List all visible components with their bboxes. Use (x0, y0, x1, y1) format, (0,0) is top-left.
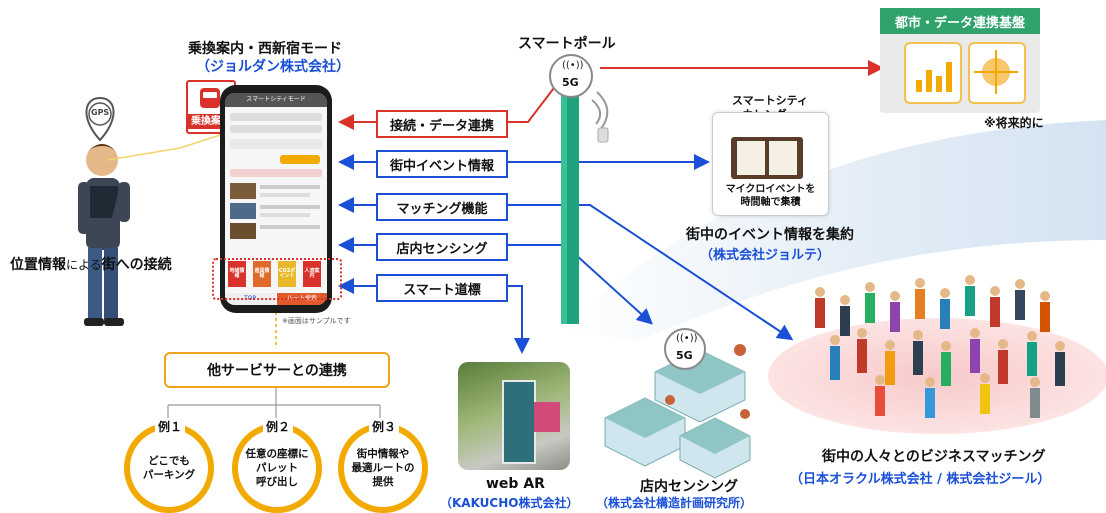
phone-tile[interactable]: 地域情報 (228, 261, 246, 287)
matching-company: （日本オラクル株式会社 / 株式会社ジール） (790, 472, 1051, 487)
example-3-line: 提供 (372, 476, 394, 489)
calendar-caption: マイクロイベントを 時間軸で集積 (713, 183, 828, 209)
calendar-title-line1: スマートシティ (731, 94, 808, 107)
calendar-caption-line1: マイクロイベントを (725, 184, 816, 195)
crowd-floor (768, 318, 1106, 434)
web-ar-image (458, 362, 570, 470)
service-partners-title: 他サービサーとの連携 (164, 352, 390, 388)
web-ar-label: web AR (486, 476, 545, 492)
calendar-caption-line2: 時間軸で集積 (740, 197, 801, 208)
phone-row (230, 139, 322, 149)
store-5g-badge: ((•)) 5G (664, 328, 706, 370)
link-label-event-info: 街中イベント情報 (376, 150, 508, 178)
example-3-line: 最適ルートの (351, 461, 415, 474)
store-5g-text: 5G (676, 349, 693, 362)
example-2-line: 任意の座標に (245, 447, 309, 460)
wifi-icon: ((•)) (562, 60, 584, 71)
phone-text-line (260, 193, 310, 197)
phone-calendar-row (230, 169, 322, 177)
gps-pin-icon (85, 96, 115, 142)
store-sensing-label: 店内センシング (640, 479, 738, 495)
store-sensing-company: （株式会社構造計画研究所） (596, 496, 753, 510)
phone-thumb (230, 183, 256, 199)
ar-overlay (534, 402, 560, 432)
phone-thumb (230, 223, 256, 239)
smart-pole-5g-badge: ((•)) 5G (549, 54, 593, 98)
phone-tile[interactable]: 遊具情報 (253, 261, 271, 287)
calendar-card: マイクロイベントを 時間軸で集積 (712, 112, 829, 216)
link-label-smart-signpost: スマート道標 (376, 274, 508, 302)
phone-row (230, 125, 322, 133)
calendar-label: 街中のイベント情報を集約 (686, 227, 854, 243)
wifi-icon: ((•)) (676, 333, 698, 344)
example-2-line: 呼び出し (256, 476, 298, 489)
example-3-line: 街中情報や (356, 447, 410, 460)
phone-text-line (260, 185, 320, 189)
example-1-line: パーキング (142, 469, 196, 481)
phone-text-line (260, 225, 320, 229)
crowd-people (815, 275, 1065, 418)
ar-signpost (502, 380, 536, 464)
smart-pole (561, 84, 609, 324)
target-icon (968, 42, 1026, 104)
person-figure (78, 144, 130, 326)
web-ar-company: （KAKUCHO株式会社） (440, 496, 579, 510)
link-label-store-sensing: 店内センシング (376, 233, 508, 261)
phone-button (280, 155, 320, 164)
example-2-label: 例２ (263, 418, 294, 435)
city-data-platform: 都市・データ連携基盤 (880, 8, 1040, 113)
phone-thumb (230, 203, 256, 219)
transit-mode-company: （ジョルダン株式会社） (196, 59, 350, 75)
gps-label: GPS (91, 108, 110, 117)
phone-tile[interactable]: 人流案内 (303, 261, 321, 287)
planner-icon (731, 137, 803, 179)
phone-text-line (260, 205, 320, 209)
phone-row (230, 113, 322, 121)
phone-tiles-highlight (212, 258, 342, 300)
phone-text-line (260, 213, 310, 217)
matching-label: 街中の人々とのビジネスマッチング (822, 449, 1046, 465)
example-1-label: 例１ (155, 418, 186, 435)
link-label-data-connection: 接続・データ連携 (376, 110, 508, 138)
phone-note: ※画面はサンプルです (282, 317, 351, 325)
example-1-circle: どこでも パーキング (124, 423, 214, 513)
phone-header: スマートシティモード (225, 93, 327, 107)
link-label-matching: マッチング機能 (376, 193, 508, 221)
example-2-line: パレット (256, 461, 298, 474)
bar-chart-icon (904, 42, 962, 104)
calendar-company: （株式会社ジョルテ） (700, 248, 831, 263)
train-icon (200, 88, 220, 108)
platform-note: ※将来的に (984, 116, 1044, 130)
location-caption-part2: による (66, 258, 102, 272)
example-3-circle: 街中情報や 最適ルートの 提供 (338, 423, 428, 513)
smart-pole-5g-text: 5G (562, 76, 579, 89)
location-caption: 位置情報による街への接続 (10, 254, 172, 274)
location-caption-part3: 街への接続 (101, 257, 172, 273)
example-1-line: どこでも (148, 454, 190, 467)
example-3-label: 例３ (369, 418, 400, 435)
phone-tile[interactable]: CO2ポイント (278, 261, 296, 287)
transit-mode-title: 乗換案内・西新宿モード (188, 41, 342, 57)
smart-pole-title: スマートポール (518, 36, 616, 52)
example-2-circle: 任意の座標に パレット 呼び出し (232, 423, 322, 513)
location-caption-part1: 位置情報 (10, 257, 66, 273)
platform-title: 都市・データ連携基盤 (880, 8, 1040, 34)
